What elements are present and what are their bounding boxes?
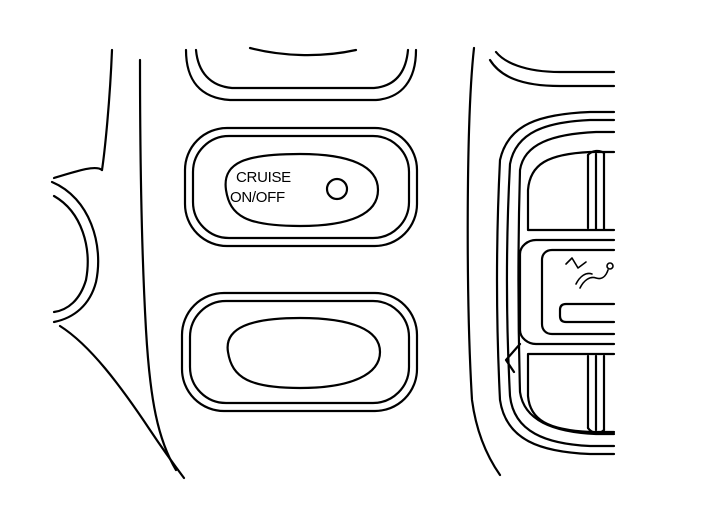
on-off-label: ON/OFF: [230, 189, 285, 206]
cruise-label: CRUISE: [236, 169, 291, 186]
cruise-on-off-button[interactable]: CRUISE ON/OFF: [183, 126, 419, 248]
lower-rocker-knob[interactable]: [504, 342, 616, 434]
indicator-light-icon: [325, 177, 349, 201]
upper-rocker-knob[interactable]: [526, 149, 616, 232]
upper-button[interactable]: [184, 46, 418, 102]
lower-blank-button[interactable]: [180, 291, 419, 413]
vent-mode-selector[interactable]: [518, 238, 616, 346]
left-trim-panel: [50, 48, 186, 480]
climate-control-panel: [466, 46, 616, 477]
defrost-vent-icon: [565, 257, 614, 289]
